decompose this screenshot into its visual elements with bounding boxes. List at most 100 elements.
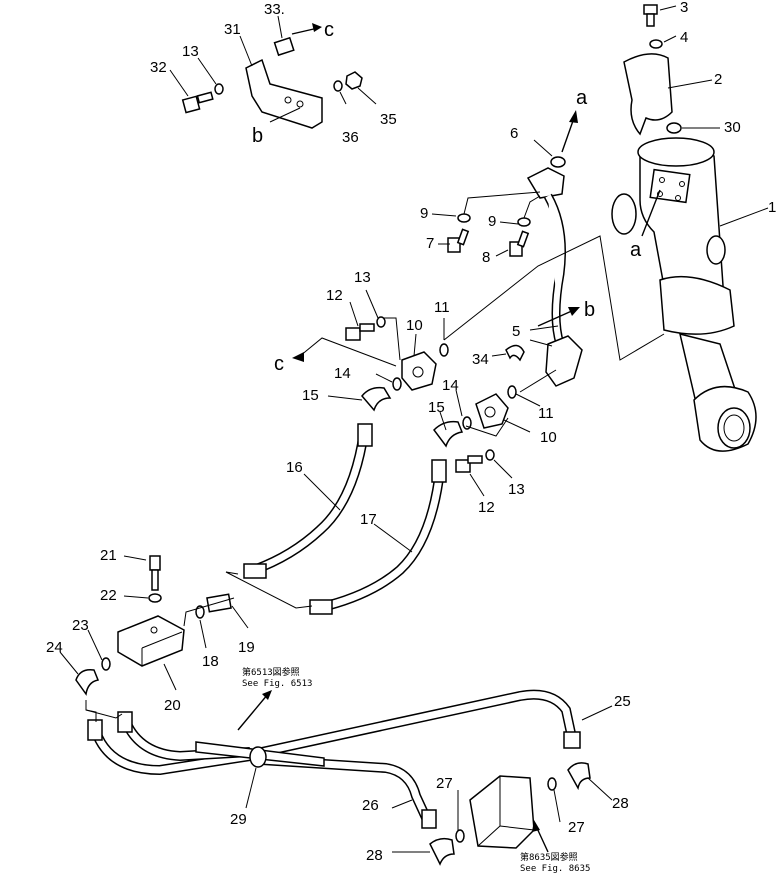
callout-19: 19: [238, 639, 255, 656]
flange-top: [526, 167, 565, 199]
callout-28a: 28: [612, 795, 629, 812]
callout-15b: 15: [428, 399, 445, 416]
fitting-25: [563, 731, 581, 749]
bracket-31: [245, 58, 323, 129]
washer-30: [666, 122, 682, 134]
callout-8: 8: [482, 249, 490, 266]
fitting-17-top: [431, 459, 447, 483]
callout-24: 24: [46, 639, 63, 656]
u-bolt-34: [505, 344, 525, 362]
bolt-3: [643, 4, 658, 15]
hose-assembly-middle: [243, 386, 464, 615]
callout-9b: 9: [488, 213, 496, 230]
bracket-assembly: [181, 36, 363, 129]
flange-5: [545, 335, 583, 387]
letter-c-bracket: c: [324, 19, 334, 41]
clamp-29: [249, 746, 267, 768]
callout-13b: 13: [354, 269, 371, 286]
callout-30: 30: [724, 119, 741, 136]
bolt-8: [509, 230, 530, 257]
washer-9b: [517, 217, 531, 227]
letter-a-upper: a: [576, 87, 588, 109]
valve-assembly: [75, 555, 232, 696]
letter-c-flange: c: [274, 353, 284, 375]
callout-17: 17: [360, 511, 377, 528]
fitting-16-bottom: [243, 563, 267, 579]
callout-3: 3: [680, 0, 688, 16]
bolt-12b: [455, 455, 483, 473]
o-ring-11b: [507, 385, 517, 399]
callout-4: 4: [680, 29, 688, 46]
letter-b-pipe: b: [584, 299, 595, 321]
box-8635: [469, 775, 535, 849]
callout-26: 26: [362, 797, 379, 814]
callout-numbers: 3 4 2 30 1 33. 31 13 32 35 36 6 9 9 7 8 …: [46, 0, 776, 864]
callout-6: 6: [510, 125, 518, 142]
callout-18: 18: [202, 653, 219, 670]
callout-29: 29: [230, 811, 247, 828]
flange-10a: [401, 351, 437, 391]
fitting-19: [206, 593, 232, 613]
o-ring-6: [550, 156, 566, 168]
callout-23: 23: [72, 617, 89, 634]
upper-pipe-assembly: [439, 156, 583, 399]
fitting-16-top: [357, 423, 373, 447]
block-20: [117, 615, 185, 667]
callout-14a: 14: [334, 365, 351, 382]
washer-36: [333, 80, 343, 92]
washer-13b: [485, 449, 495, 461]
washer-9a: [457, 213, 471, 223]
elbow-24: [75, 668, 100, 696]
callout-25: 25: [614, 693, 631, 710]
figure-references: 第6513図参照 See Fig. 6513 第8635図参照 See Fig.…: [242, 666, 590, 874]
callout-5: 5: [512, 323, 520, 340]
fitting-17-bottom: [309, 599, 333, 615]
elbow-28a: [567, 762, 591, 791]
callout-32: 32: [150, 59, 167, 76]
o-ring-11a: [439, 343, 449, 357]
callout-33: 33.: [264, 1, 285, 18]
callout-1: 1: [768, 199, 776, 216]
washer-4: [649, 39, 663, 49]
nut-35: [345, 71, 363, 90]
cylinder-assembly: [611, 4, 757, 452]
note-fig-6513-en: See Fig. 6513: [242, 679, 312, 689]
washer-13a: [376, 316, 386, 328]
letter-a-cylinder: a: [630, 239, 642, 261]
callout-20: 20: [164, 697, 181, 714]
callout-31: 31: [224, 21, 241, 38]
cover-2: [623, 53, 673, 136]
callout-9a: 9: [420, 205, 428, 222]
callout-13c: 13: [508, 481, 525, 498]
callout-21: 21: [100, 547, 117, 564]
fitting-left-2: [117, 711, 133, 733]
callout-34: 34: [472, 351, 489, 368]
hose-assembly-lower: [87, 689, 591, 866]
washer-22: [148, 593, 162, 603]
callout-12a: 12: [326, 287, 343, 304]
callout-10a: 10: [406, 317, 423, 334]
bolt-21-head: [149, 555, 161, 571]
callout-14b: 14: [442, 377, 459, 394]
note-fig-8635-jp: 第8635図参照: [520, 851, 578, 863]
note-fig-8635-en: See Fig. 8635: [520, 864, 590, 874]
o-ring-27b: [455, 829, 465, 843]
leader-lines: [59, 5, 769, 853]
flange-10b: [475, 393, 509, 429]
o-ring-14b: [462, 416, 472, 430]
callout-35: 35: [380, 111, 397, 128]
callout-10b: 10: [540, 429, 557, 446]
letter-b-bracket: b: [252, 125, 263, 147]
elbow-15b: [433, 420, 464, 448]
washer-13-top: [214, 83, 224, 95]
callout-36: 36: [342, 129, 359, 146]
reference-letters: a a b b c c: [252, 19, 642, 375]
callout-27b: 27: [568, 819, 585, 836]
split-flange-assembly: [345, 316, 509, 473]
callout-13-top: 13: [182, 43, 199, 60]
callout-27a: 27: [436, 775, 453, 792]
callout-11a: 11: [434, 299, 450, 316]
spacer-33: [273, 36, 295, 57]
fitting-left-1: [87, 719, 103, 741]
